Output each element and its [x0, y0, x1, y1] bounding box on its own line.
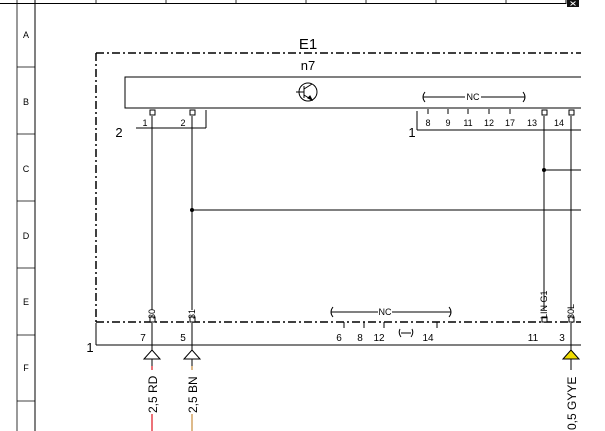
terminal-label-30: 30: [147, 309, 157, 319]
row-label-d: D: [23, 231, 30, 241]
bottom-pin-14: 14: [422, 333, 434, 344]
bottom-connector: [95, 316, 581, 346]
row-label-f: F: [23, 363, 29, 373]
row-label-c: C: [23, 164, 30, 174]
row-label-b: B: [23, 97, 29, 107]
close-icon[interactable]: [567, 0, 579, 7]
up-arrow-icon: [142, 349, 162, 366]
module-id: n7: [301, 58, 315, 73]
junction-dot: [190, 208, 194, 212]
module-connector-left: [136, 109, 207, 129]
wire-label-gray-yellow: 0,5 GYYE: [565, 377, 579, 430]
module-pin-14: 14: [554, 118, 564, 128]
module-connector-right-number: 1: [408, 125, 415, 140]
row-labels: A B C D E F: [23, 30, 30, 373]
drawing-frame: [0, 0, 567, 431]
module-connector-right: [416, 109, 581, 131]
row-label-a: A: [23, 30, 29, 40]
unit-enclosure: [95, 52, 581, 323]
unit-id: E1: [299, 36, 317, 53]
bottom-pin-12: 12: [373, 333, 385, 344]
bottom-pin-6: 6: [336, 333, 342, 344]
bottom-pin-7: 7: [140, 333, 146, 344]
wire-gray-yellow: [565, 366, 577, 431]
up-arrow-icon: [561, 349, 581, 366]
module-pin-8: 8: [425, 118, 430, 128]
module-pin-2: 2: [180, 118, 185, 128]
module-pin-9: 9: [445, 118, 450, 128]
module-connector-left-number: 2: [115, 125, 122, 140]
bottom-pin-11: 11: [528, 333, 539, 344]
module-pin-12: 12: [484, 118, 494, 128]
bottom-connector-number: 1: [86, 340, 93, 355]
wire-brown: [186, 366, 198, 431]
bottom-nc-bracket: [330, 306, 452, 318]
terminal-label-31: 31: [187, 309, 197, 319]
wire-stub: [151, 323, 572, 350]
bottom-pin-5: 5: [180, 333, 186, 344]
terminal-label-lin-g1: LIN G1: [539, 290, 549, 319]
wire-red: [146, 366, 158, 431]
wire-label-brown: 2,5 BN: [186, 376, 200, 413]
internal-conductors: [151, 116, 581, 310]
bottom-pin-8: 8: [357, 333, 363, 344]
up-arrow-icon: [182, 349, 202, 366]
module-pin-1: 1: [142, 118, 147, 128]
module-nc-label: NC: [467, 92, 480, 102]
module-pin-11: 11: [463, 118, 472, 128]
module-box: [124, 76, 581, 109]
module-right-pin-labels: 8 9 11 12 17 13 14: [425, 118, 564, 128]
module-nc-bracket: [422, 91, 526, 103]
terminal-label-30l: 30L: [566, 304, 576, 319]
bottom-pin-labels: 7 5 6 8 12 14 11 3: [140, 333, 565, 344]
bottom-pin-3: 3: [559, 333, 565, 344]
row-label-e: E: [23, 297, 29, 307]
junction-dot: [542, 168, 546, 172]
wire-label-red: 2,5 RD: [146, 375, 160, 413]
transistor-icon: [296, 82, 318, 102]
twisted-pair-icon: [398, 328, 414, 338]
bottom-nc-label: NC: [379, 307, 392, 317]
module-pin-13: 13: [527, 118, 537, 128]
module-pin-17: 17: [505, 118, 515, 128]
